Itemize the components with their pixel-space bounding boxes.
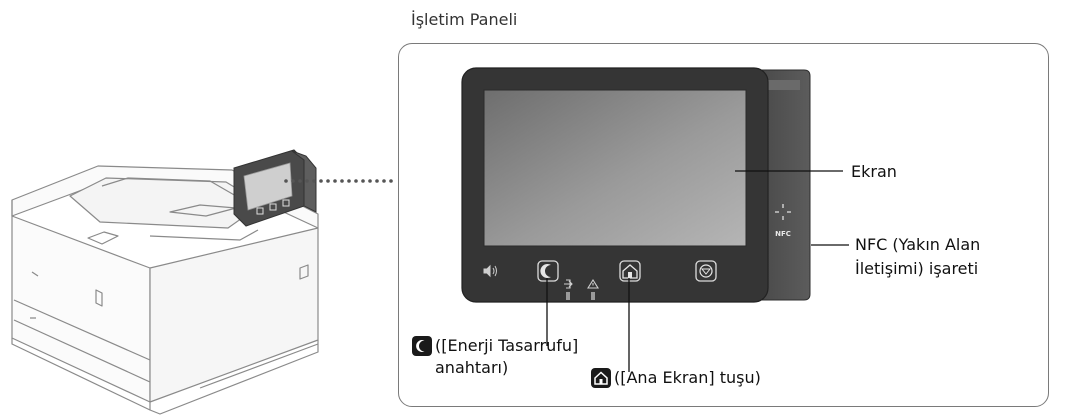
callout-dotted-line bbox=[284, 179, 393, 183]
home-icon bbox=[591, 368, 611, 388]
stop-key bbox=[695, 260, 717, 282]
printer-illustration bbox=[11, 149, 393, 415]
energy-saver-key bbox=[537, 260, 559, 282]
screen-label: Ekran bbox=[851, 162, 897, 181]
home-key bbox=[619, 260, 641, 282]
speaker-icon bbox=[483, 264, 497, 278]
energy-label-line1: ([Enerji Tasarrufu] bbox=[435, 336, 579, 355]
moon-icon bbox=[412, 336, 432, 356]
panel-frame bbox=[398, 43, 1049, 407]
nfc-text: NFC bbox=[775, 230, 791, 238]
nfc-mark: NFC bbox=[775, 204, 791, 238]
energy-label-line2: anahtarı) bbox=[435, 358, 509, 377]
data-arrow-icon bbox=[564, 279, 573, 300]
operation-panel: NFC bbox=[461, 67, 811, 303]
printer-panel-small bbox=[233, 149, 317, 227]
nfc-label-line1: NFC (Yakın Alan bbox=[855, 235, 981, 254]
nfc-label-line2: İletişimi) işareti bbox=[855, 259, 979, 278]
home-label: ([Ana Ekran] tuşu) bbox=[614, 368, 761, 387]
warning-triangle-icon bbox=[587, 278, 599, 300]
panel-title: İşletim Paneli bbox=[411, 10, 518, 29]
